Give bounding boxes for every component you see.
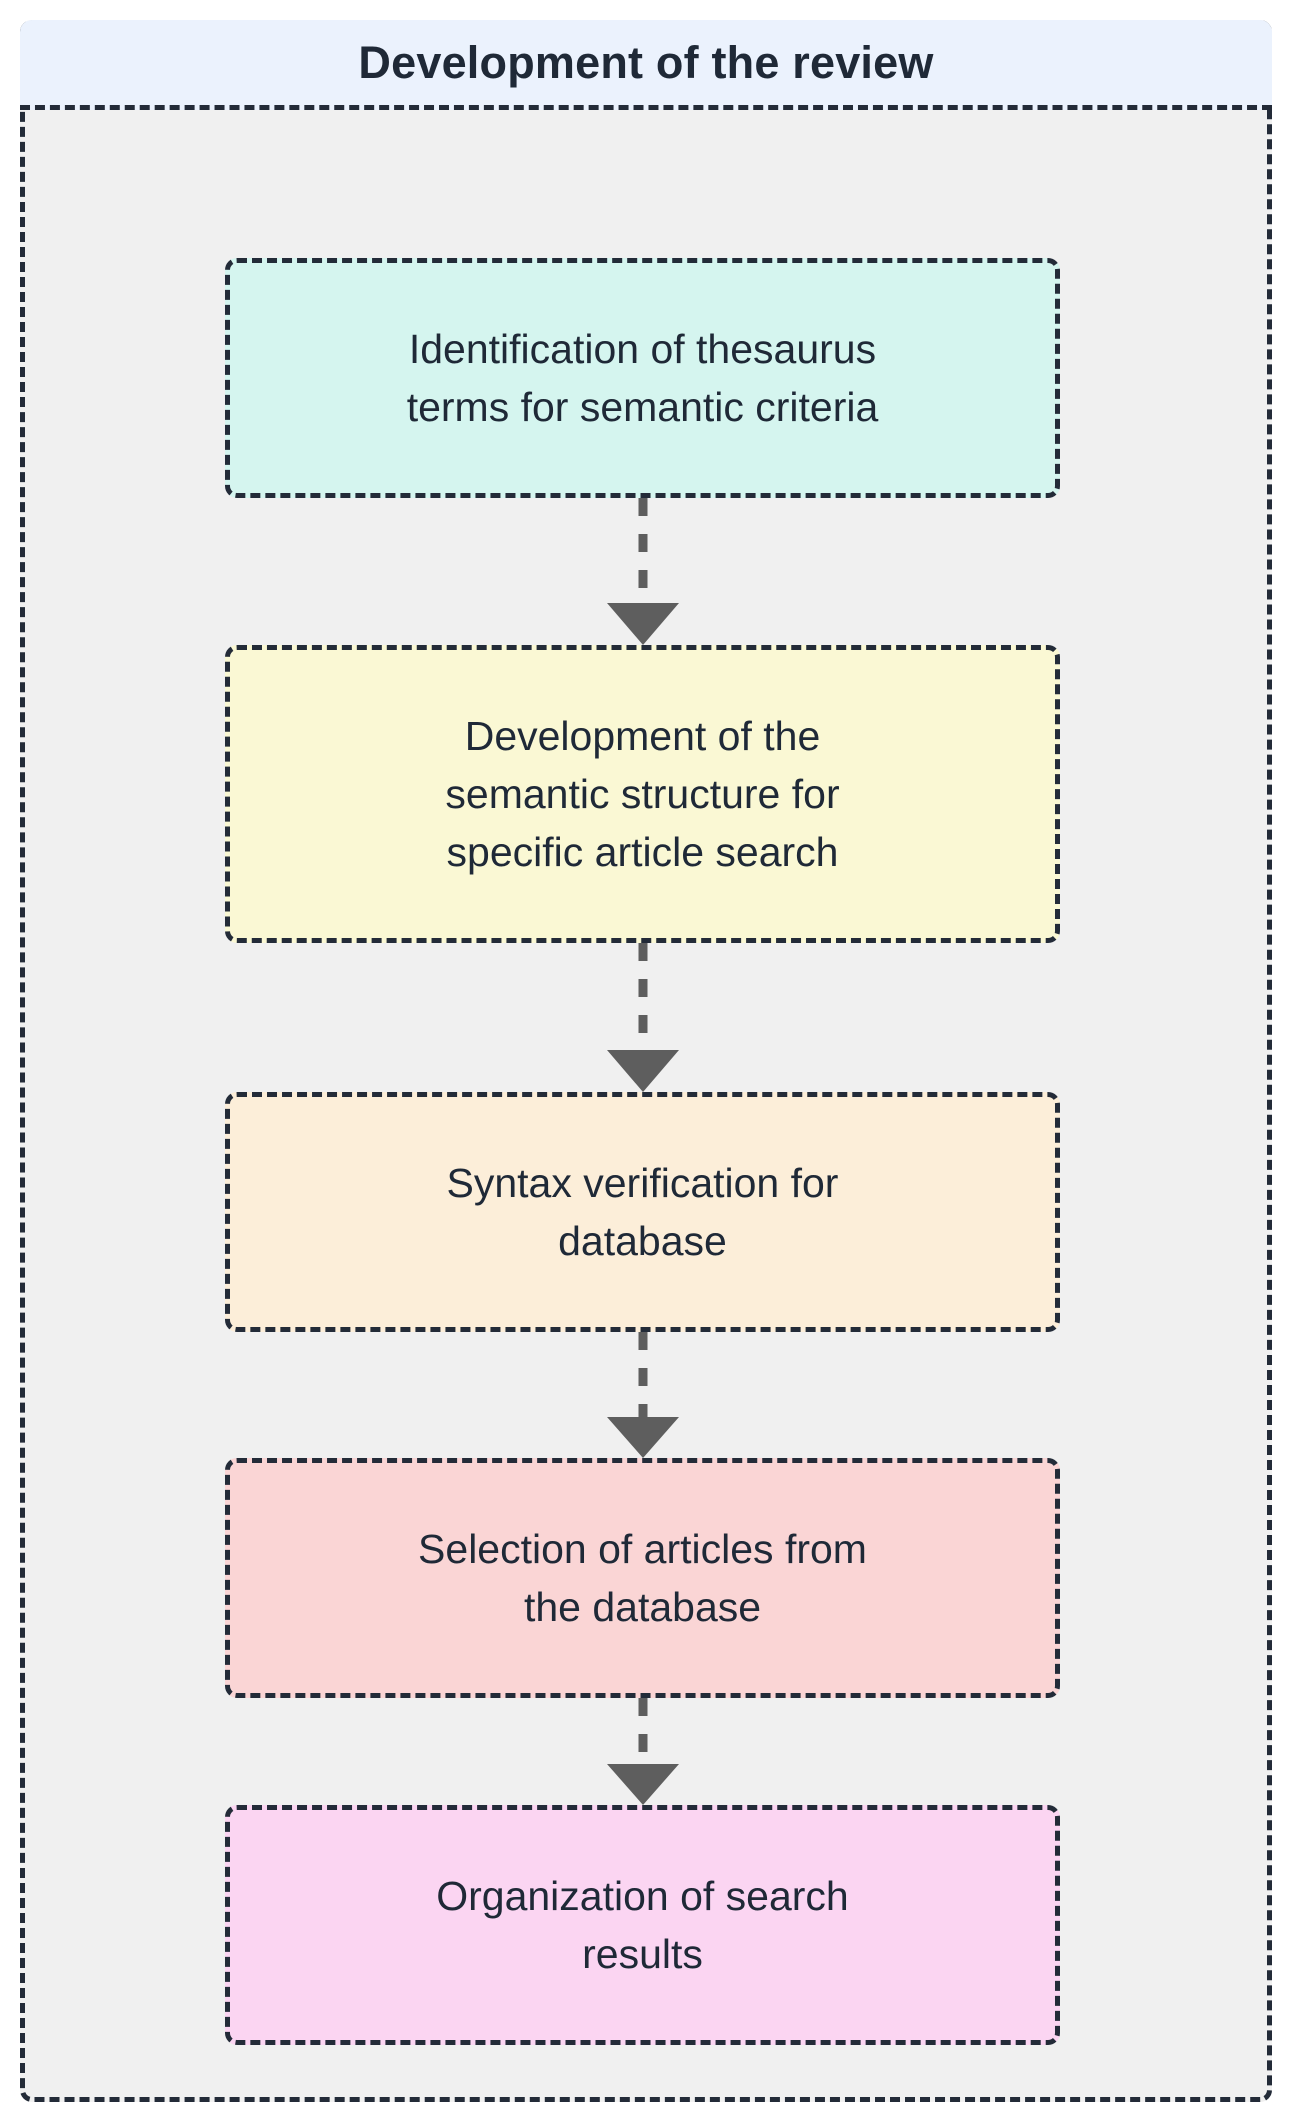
flow-node-identification-of-thesaurus-terms[interactable]: Identification of thesaurus terms for se… (225, 258, 1060, 498)
subgraph-header: Development of the review (20, 20, 1272, 110)
flow-node-organization-of-search-results[interactable]: Organization of search results (225, 1805, 1060, 2045)
flow-node-label: Identification of thesaurus terms for se… (406, 325, 879, 430)
flow-node-label: Selection of articles from the database (418, 1525, 867, 1630)
subgraph-title: Development of the review (358, 37, 934, 88)
flow-node-selection-of-articles-from-database[interactable]: Selection of articles from the database (225, 1458, 1060, 1698)
flow-node-label: Syntax verification for database (446, 1159, 839, 1264)
flow-node-label: Development of the semantic structure fo… (445, 712, 840, 876)
flow-node-syntax-verification-for-database[interactable]: Syntax verification for database (225, 1092, 1060, 1332)
flow-node-development-of-semantic-structure[interactable]: Development of the semantic structure fo… (225, 645, 1060, 943)
flow-node-label: Organization of search results (436, 1872, 849, 1977)
